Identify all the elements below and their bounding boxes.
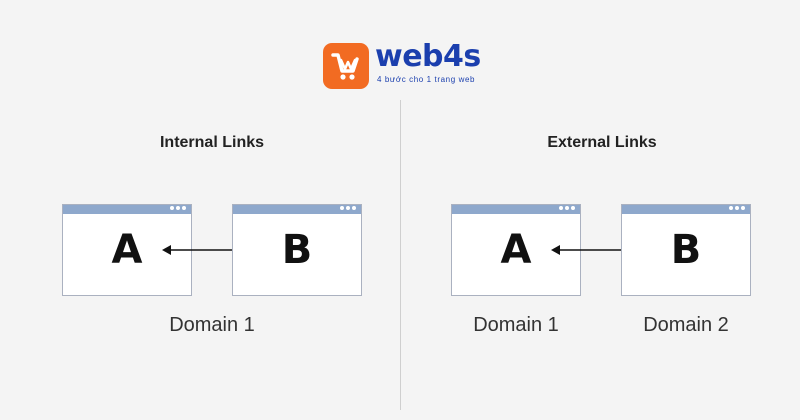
window-title-bar: [233, 205, 361, 214]
web4s-logo: web4s 4 bước cho 1 trang web: [323, 39, 483, 89]
external-domain-b-label: Domain 2: [643, 314, 729, 336]
window-title-bar: [63, 205, 191, 214]
window-title-bar: [452, 205, 580, 214]
internal-page-b-window: B: [232, 204, 362, 296]
window-title-bar: [622, 205, 750, 214]
internal-links-title: Internal Links: [159, 134, 265, 151]
page-b-letter: B: [670, 227, 702, 273]
external-links-title: External Links: [547, 134, 657, 151]
page-a-letter: A: [111, 227, 143, 273]
section-divider: [400, 100, 401, 410]
page-b-letter: B: [281, 227, 313, 273]
internal-domain-label: Domain 1: [169, 314, 255, 336]
page-a-letter: A: [500, 227, 532, 273]
logo-name: web4s: [375, 39, 481, 74]
window-dots-icon: [170, 206, 186, 210]
cart-icon: [323, 43, 369, 89]
logo-tagline: 4 bước cho 1 trang web: [377, 75, 476, 84]
external-domain-a-label: Domain 1: [473, 314, 559, 336]
external-page-a-window: A: [451, 204, 581, 296]
external-page-b-window: B: [621, 204, 751, 296]
window-dots-icon: [559, 206, 575, 210]
window-dots-icon: [340, 206, 356, 210]
window-dots-icon: [729, 206, 745, 210]
